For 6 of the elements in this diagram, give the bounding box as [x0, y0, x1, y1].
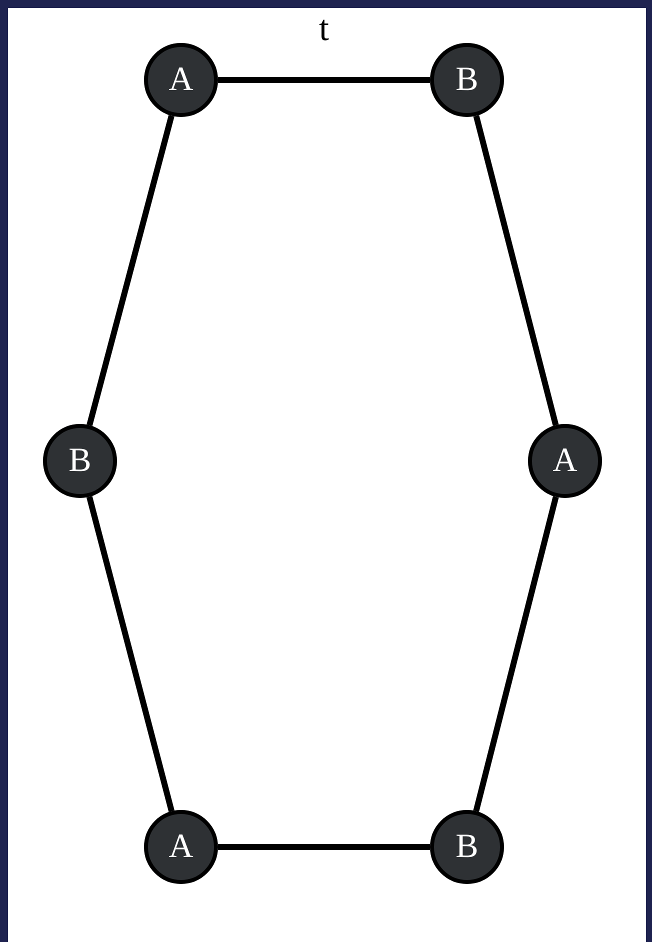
connector-line [86, 496, 175, 812]
connector-line [473, 115, 559, 426]
connector-line [86, 115, 174, 426]
connector-line [473, 496, 559, 812]
connector-line [218, 844, 430, 850]
connector-line [218, 77, 430, 83]
